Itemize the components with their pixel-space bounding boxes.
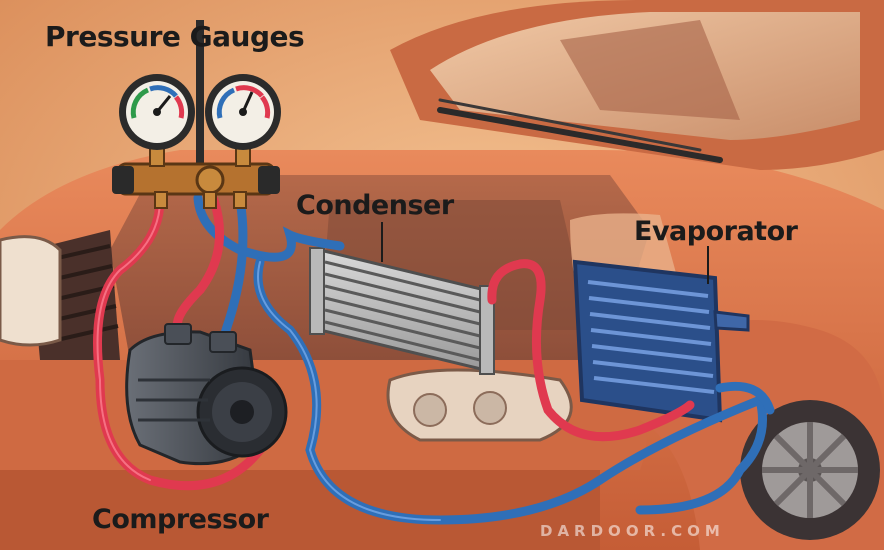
compressor (125, 323, 288, 466)
pressure-gauges-label: Pressure Gauges (45, 20, 305, 53)
pressure-gauges (112, 20, 281, 209)
manifold-hook (196, 20, 204, 180)
condenser-label: Condenser (296, 190, 454, 221)
evaporator-label: Evaporator (634, 216, 798, 247)
compressor-label: Compressor (92, 504, 269, 535)
refrigerant-lines (93, 193, 775, 525)
condenser (309, 222, 495, 375)
high-side-gauge (205, 74, 281, 150)
watermark: DARDOOR.COM (540, 522, 725, 540)
low-side-gauge (119, 74, 195, 150)
